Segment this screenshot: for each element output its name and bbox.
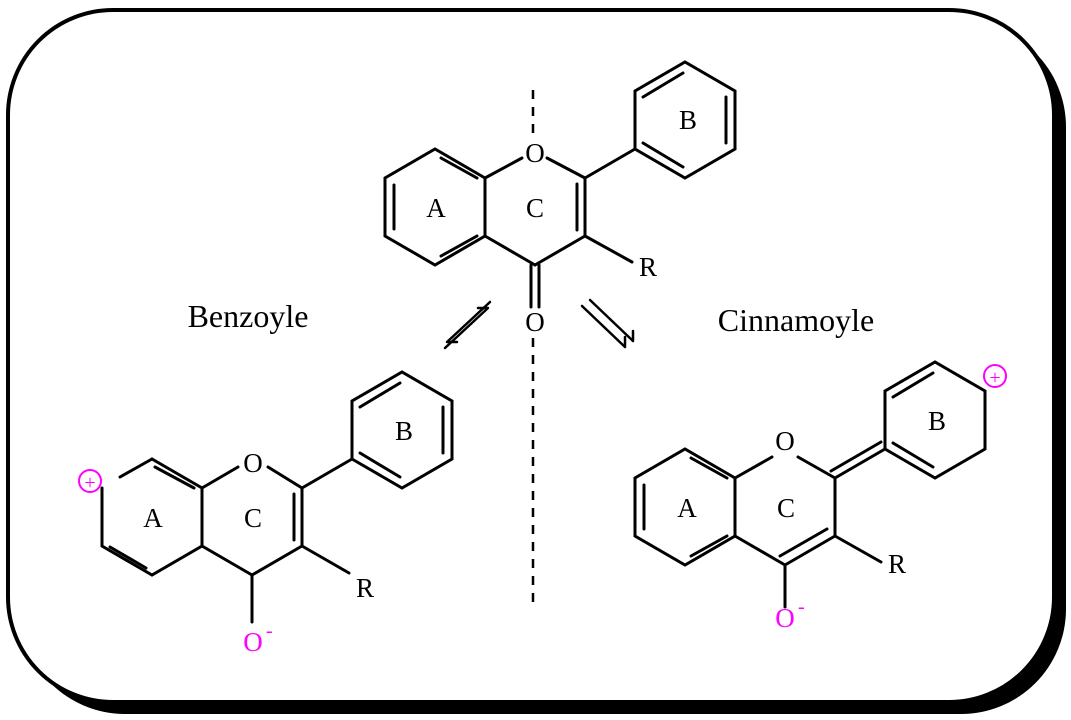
left-substituent-r: R <box>356 573 374 603</box>
left-ring-oxygen: O <box>243 448 263 478</box>
top-ring-b-label: B <box>679 105 697 135</box>
left-cation-symbol: + <box>84 472 95 494</box>
left-benzoyle-structure: + O A C B R O - <box>78 370 454 657</box>
frame-border <box>6 8 1056 704</box>
right-equilibrium-arrow <box>580 298 635 349</box>
top-substituent-r: R <box>639 252 657 282</box>
right-ring-a-label: A <box>677 493 697 523</box>
top-ring-c-label: C <box>526 193 544 223</box>
left-bonds <box>100 370 454 624</box>
right-oxide: O <box>775 603 795 633</box>
left-equilibrium-arrow <box>443 300 492 350</box>
left-oxide-charge: - <box>266 620 273 642</box>
right-ring-oxygen: O <box>775 426 795 456</box>
top-carbonyl-oxygen: O <box>525 307 545 337</box>
top-ring-oxygen: O <box>525 138 545 168</box>
benzoyle-label: Benzoyle <box>188 298 309 334</box>
right-oxide-charge: - <box>798 596 805 618</box>
top-ring-a-label: A <box>426 193 446 223</box>
right-ring-b-label: B <box>928 406 946 436</box>
right-ring-c-label: C <box>777 493 795 523</box>
top-bonds <box>383 60 737 309</box>
right-bonds <box>633 360 987 609</box>
cinnamoyle-label: Cinnamoyle <box>718 302 874 338</box>
left-ring-b-label: B <box>395 416 413 446</box>
left-ring-c-label: C <box>244 503 262 533</box>
right-substituent-r: R <box>888 549 906 579</box>
right-cation-circle <box>983 364 1007 388</box>
left-ring-a-label: A <box>143 503 163 533</box>
right-cation-symbol: + <box>989 367 1000 389</box>
left-cation-circle <box>78 469 102 493</box>
left-oxide: O <box>243 627 263 657</box>
right-cinnamoyle-structure: + O A C B R O - <box>633 360 1007 633</box>
top-flavone-structure: O A C B R O <box>383 60 737 337</box>
